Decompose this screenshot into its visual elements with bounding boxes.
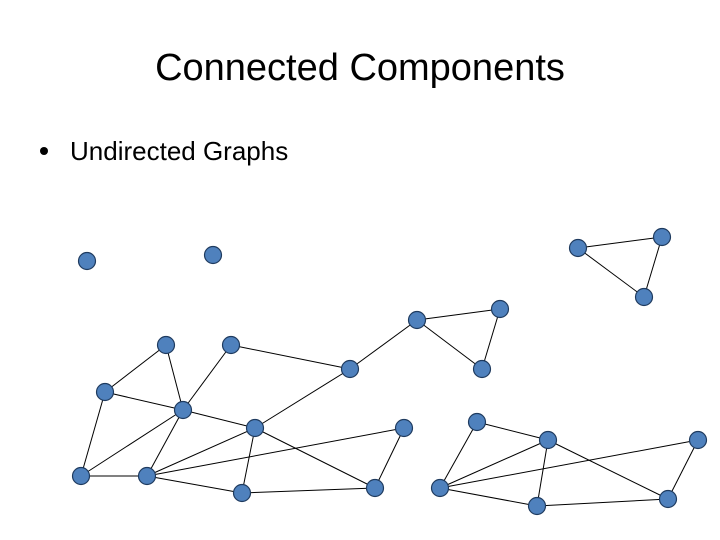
- graph-edge: [241, 487, 376, 494]
- graph-edge: [439, 487, 538, 507]
- graph-node: [527, 496, 547, 516]
- graph-edge: [349, 319, 418, 370]
- graph-node: [652, 227, 672, 247]
- graph-node: [221, 335, 241, 355]
- graph-node: [245, 418, 265, 438]
- graph-edge: [104, 391, 184, 411]
- graph-edge: [146, 409, 184, 477]
- graph-edge: [241, 427, 256, 494]
- graph-edge: [536, 498, 669, 507]
- graph-node: [658, 489, 678, 509]
- bullet-icon: [40, 147, 48, 155]
- graph-edge: [547, 439, 669, 500]
- graph-node: [203, 245, 223, 265]
- bullet-list: Undirected Graphs: [40, 133, 288, 169]
- graph-edge: [104, 344, 167, 393]
- graph-edge: [476, 421, 549, 441]
- graph-node: [634, 287, 654, 307]
- graph-edge: [254, 368, 351, 429]
- graph-node: [340, 359, 360, 379]
- graph-edge: [439, 439, 549, 489]
- graph-node: [538, 430, 558, 450]
- graph-node: [490, 299, 510, 319]
- graph-node: [232, 483, 252, 503]
- graph-edge: [667, 439, 699, 500]
- graph-edge: [254, 427, 376, 489]
- graph-edge: [643, 236, 663, 298]
- graph-edge: [439, 439, 699, 489]
- graph-node: [365, 478, 385, 498]
- graph-node: [430, 478, 450, 498]
- slide-title: Connected Components: [155, 47, 565, 89]
- graph-node: [95, 382, 115, 402]
- graph-edge: [374, 427, 405, 489]
- graph-node: [71, 466, 91, 486]
- graph-node: [568, 238, 588, 258]
- graph-edge: [577, 236, 663, 249]
- graph-edge: [439, 421, 478, 489]
- graph-edge: [182, 344, 232, 411]
- graph-edge: [80, 409, 184, 477]
- bullet-text: Undirected Graphs: [70, 136, 289, 166]
- graph-edge: [536, 439, 549, 507]
- graph-edge: [577, 247, 645, 298]
- graph-edge: [80, 391, 106, 477]
- graph-node: [173, 400, 193, 420]
- graph-edge: [416, 308, 501, 321]
- graph-node: [77, 251, 97, 271]
- graph-edge: [146, 427, 405, 477]
- graph-node: [688, 430, 708, 450]
- graph-node: [407, 310, 427, 330]
- graph-edge: [230, 344, 351, 370]
- graph-node: [394, 418, 414, 438]
- graph-node: [137, 466, 157, 486]
- graph-edge: [146, 475, 243, 494]
- graph-node: [156, 335, 176, 355]
- graph-node: [467, 412, 487, 432]
- graph-node: [472, 359, 492, 379]
- graph-edge: [481, 308, 501, 370]
- graph-edge: [165, 344, 184, 411]
- graph-edge: [182, 409, 256, 429]
- graph-edges: [80, 236, 699, 507]
- graph-nodes: [71, 227, 708, 516]
- graph-edge: [416, 319, 483, 370]
- graph-edge: [146, 427, 256, 477]
- bullet-item: Undirected Graphs: [40, 133, 288, 169]
